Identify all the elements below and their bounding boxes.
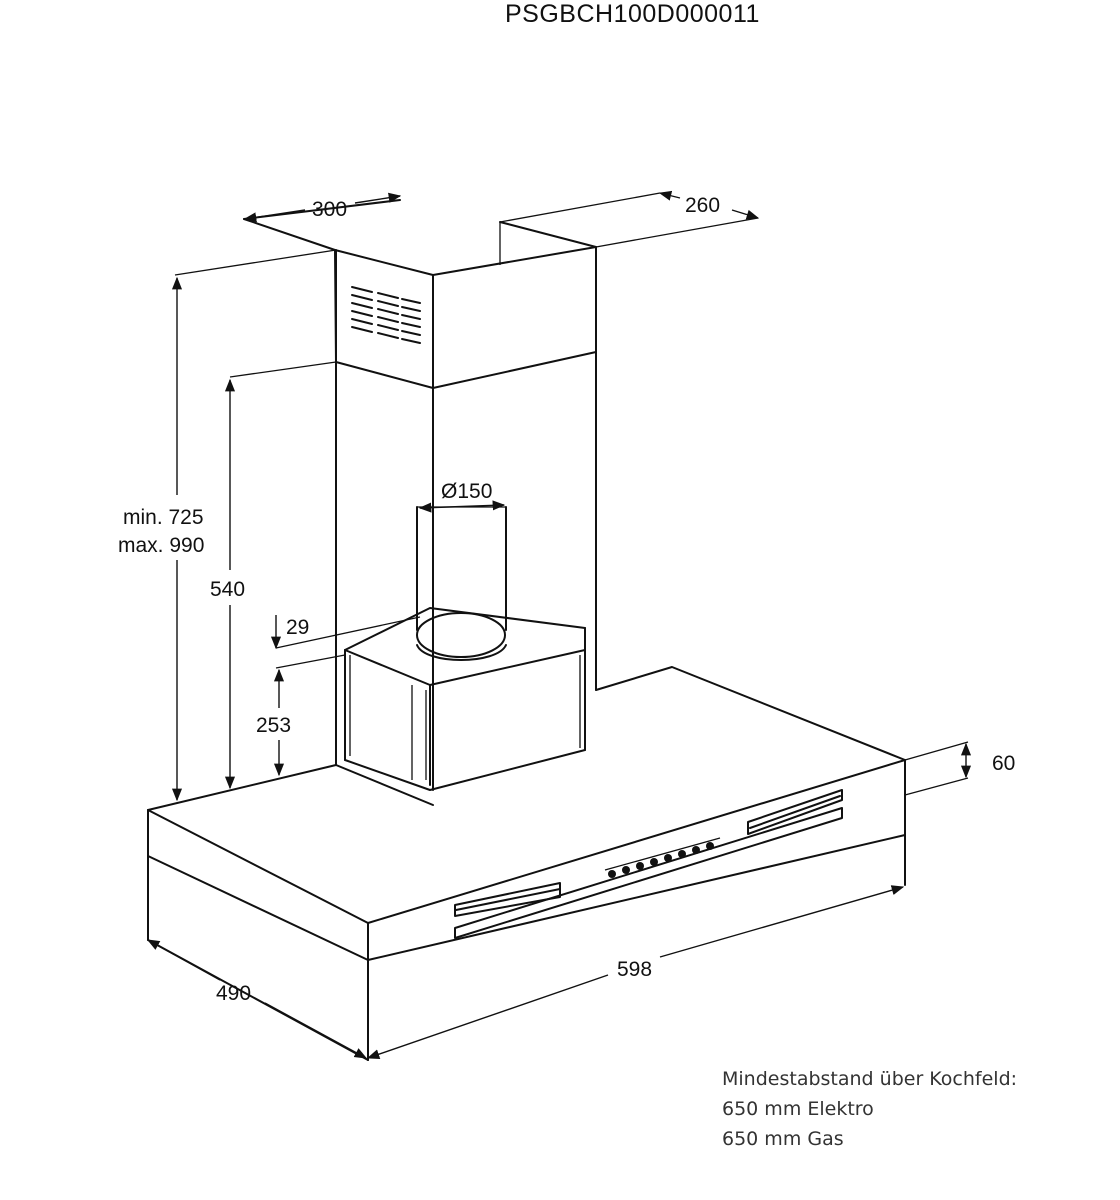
- installation-note: Mindestabstand über Kochfeld: 650 mm Ele…: [722, 1064, 1017, 1154]
- dim-chimney-depth: 260: [685, 194, 720, 217]
- dimension-lines: [146, 190, 972, 1060]
- motor-box: [344, 607, 586, 791]
- chimney: [243, 199, 597, 791]
- duct: [416, 506, 507, 661]
- vent-slots: [351, 286, 421, 344]
- note-line-2: 650 mm Elektro: [722, 1098, 874, 1120]
- dim-height-max: max. 990: [118, 534, 204, 557]
- dim-chimney-width: 300: [312, 198, 347, 221]
- dim-hood-depth: 490: [216, 982, 251, 1005]
- control-buttons: [608, 842, 714, 878]
- dimension-labels: 300 260 min. 725 max. 990 540 29 253 Ø15…: [118, 194, 1015, 1005]
- dim-duct-diameter: Ø150: [441, 480, 492, 503]
- page-title: PSGBCH100D000011: [505, 0, 760, 28]
- note-line-3: 650 mm Gas: [722, 1128, 844, 1150]
- dim-upper-height: 540: [210, 578, 245, 601]
- dim-hood-width: 598: [617, 958, 652, 981]
- dim-hood-thickness: 60: [992, 752, 1015, 775]
- dim-height-min: min. 725: [123, 506, 204, 529]
- dim-offset: 29: [286, 616, 309, 639]
- note-line-1: Mindestabstand über Kochfeld:: [722, 1068, 1018, 1090]
- dim-motor-height: 253: [256, 714, 291, 737]
